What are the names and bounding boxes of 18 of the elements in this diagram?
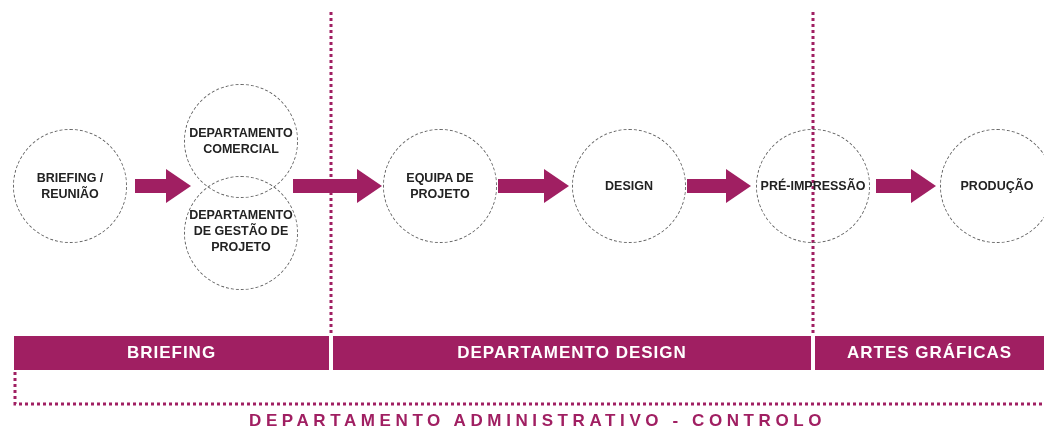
step-label: BRIEFING / REUNIÃO xyxy=(35,170,105,202)
department-band xyxy=(14,336,329,370)
block-arrow xyxy=(498,169,569,203)
step-label: PRÉ-IMPRESSÃO xyxy=(760,178,866,194)
step-label: EQUIPA DE PROJETO xyxy=(405,170,475,202)
block-arrow xyxy=(135,169,191,203)
department-label: DEPARTAMENTO ADMINISTRATIVO - CONTROLO xyxy=(249,411,827,431)
band-title: BRIEFING xyxy=(126,343,217,363)
step-label: PRODUÇÃO xyxy=(960,178,1034,194)
step-label: DESIGN xyxy=(605,178,653,194)
band-title: ARTES GRÁFICAS xyxy=(846,343,1013,363)
department-band xyxy=(815,336,1044,370)
band-title: DEPARTAMENTO DESIGN xyxy=(457,343,687,363)
step-label: DEPARTAMENTO COMERCIAL xyxy=(188,125,294,157)
step-label: DEPARTAMENTO DE GESTÃO DE PROJETO xyxy=(188,207,294,255)
block-arrow xyxy=(687,169,751,203)
block-arrow xyxy=(876,169,936,203)
department-band xyxy=(333,336,811,370)
